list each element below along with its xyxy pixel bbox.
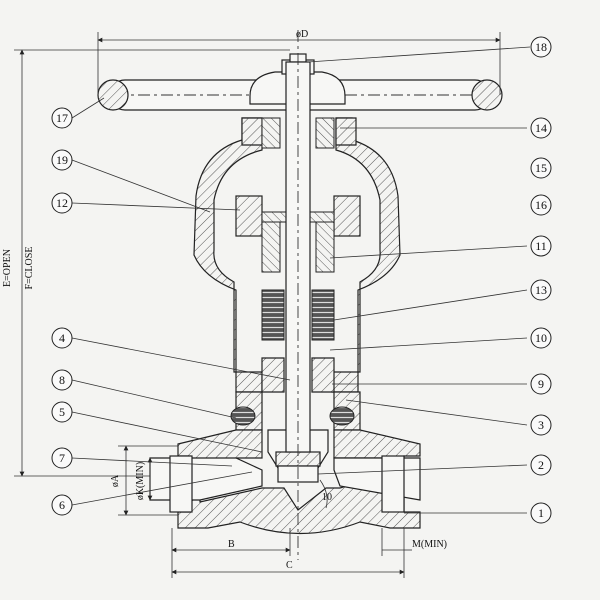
callout-6: 6: [51, 494, 73, 516]
svg-text:12: 12: [56, 196, 68, 210]
svg-text:7: 7: [59, 451, 65, 465]
svg-text:18: 18: [535, 40, 547, 54]
svg-text:11: 11: [535, 239, 547, 253]
callout-3: 3: [530, 414, 552, 436]
callout-19: 19: [51, 149, 73, 171]
yoke-bonnet: [193, 117, 401, 393]
stem: [285, 30, 311, 560]
svg-text:5: 5: [59, 405, 65, 419]
dimension-lines: [14, 32, 501, 578]
callout-8: 8: [51, 369, 73, 391]
callout-2: 2: [530, 454, 552, 476]
svg-text:19: 19: [56, 153, 68, 167]
dim-angle-label: 10: [322, 492, 332, 503]
callout-4: 4: [51, 327, 73, 349]
svg-text:2: 2: [538, 458, 544, 472]
valve-body: [149, 391, 421, 535]
dim-A-label: øA: [110, 474, 121, 487]
callout-7: 7: [51, 447, 73, 469]
callout-17: 17: [51, 107, 73, 129]
dim-E-label: E=OPEN: [2, 249, 13, 287]
svg-text:1: 1: [538, 506, 544, 520]
dim-M-label: M(MIN): [412, 539, 447, 550]
callout-1: 1: [530, 502, 552, 524]
callout-10: 10: [530, 327, 552, 349]
dimension-labels: øD E=OPEN F=CLOSE øA øK(MIN) B C M(MIN) …: [2, 29, 447, 571]
svg-text:9: 9: [538, 377, 544, 391]
callout-16: 16: [530, 194, 552, 216]
svg-text:6: 6: [59, 498, 65, 512]
dim-C-label: C: [286, 560, 293, 571]
callout-15: 15: [530, 157, 552, 179]
callout-9: 9: [530, 373, 552, 395]
dim-F-label: F=CLOSE: [24, 247, 35, 290]
svg-text:8: 8: [59, 373, 65, 387]
dim-D-label: øD: [296, 29, 308, 40]
backseat: [261, 357, 335, 393]
dim-K-label: øK(MIN): [135, 462, 146, 500]
callout-5: 5: [51, 401, 73, 423]
svg-text:13: 13: [535, 283, 547, 297]
callout-13: 13: [530, 279, 552, 301]
callout-11: 11: [530, 235, 552, 257]
svg-text:14: 14: [535, 121, 547, 135]
callout-12: 12: [51, 192, 73, 214]
leader-lines: [71, 46, 531, 514]
svg-text:16: 16: [535, 198, 547, 212]
svg-text:10: 10: [535, 331, 547, 345]
svg-text:3: 3: [538, 418, 544, 432]
packing-rings: [261, 289, 335, 341]
dim-B-label: B: [228, 539, 235, 550]
callout-14: 14: [530, 117, 552, 139]
svg-text:15: 15: [535, 161, 547, 175]
callout-18: 18: [530, 36, 552, 58]
svg-text:4: 4: [59, 331, 65, 345]
svg-text:17: 17: [56, 111, 68, 125]
